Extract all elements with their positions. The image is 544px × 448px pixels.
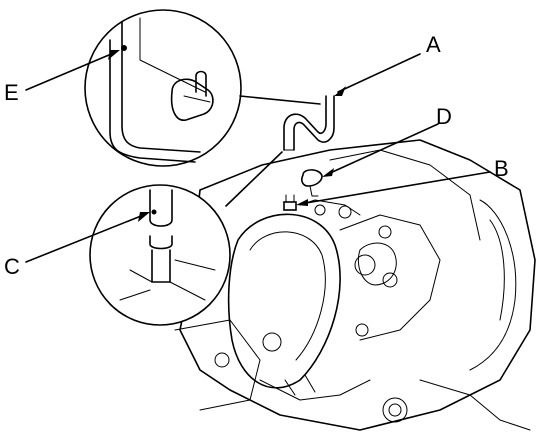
- leader-lines: [25, 50, 491, 263]
- breather-hose: [283, 95, 335, 211]
- detail-view-e: [84, 9, 321, 167]
- callout-e: E: [4, 80, 19, 105]
- callout-c: C: [4, 254, 20, 279]
- callout-d: D: [436, 104, 452, 129]
- callout-b: B: [494, 156, 509, 181]
- detail-view-c: [89, 151, 283, 326]
- transmission-housing: [174, 139, 536, 431]
- callout-a: A: [426, 32, 441, 57]
